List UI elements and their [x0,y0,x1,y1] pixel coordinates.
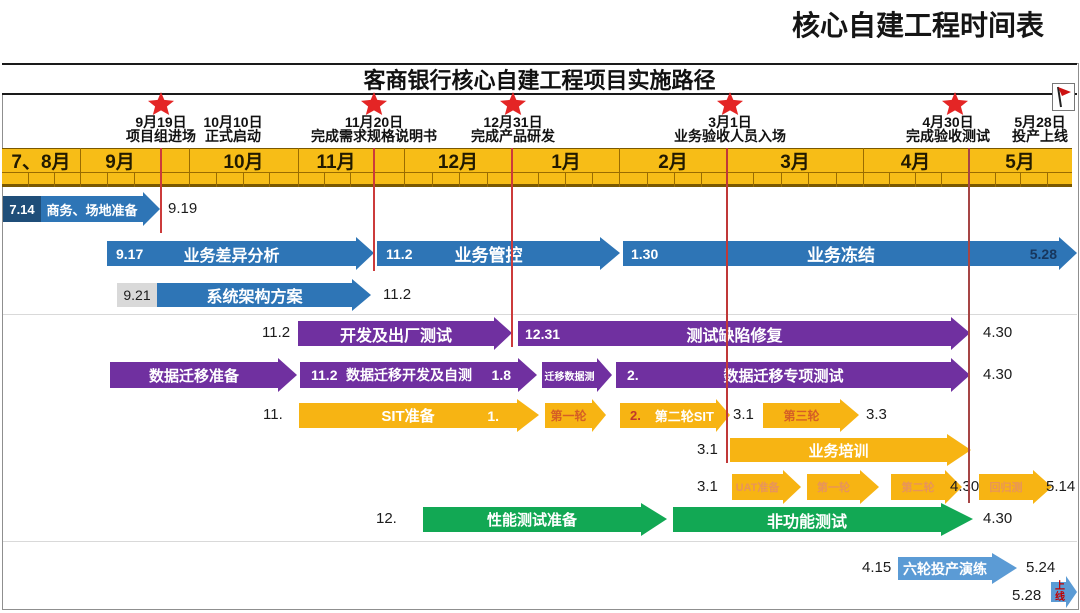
svg-text:线: 线 [1055,590,1065,603]
svg-text:上: 上 [1055,579,1065,592]
